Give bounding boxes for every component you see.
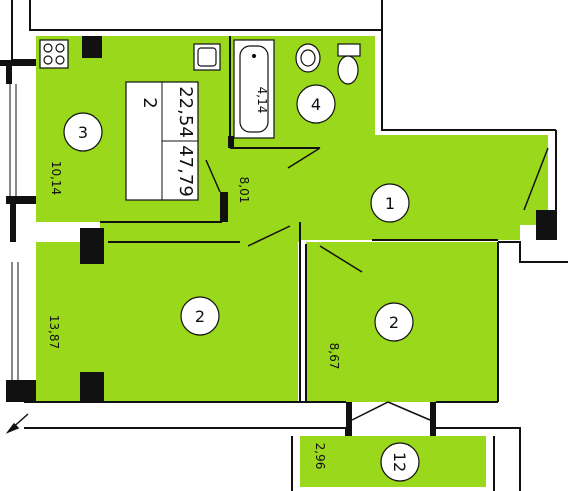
door-balcony-b bbox=[387, 401, 431, 421]
outer-bottom-right bbox=[436, 427, 521, 491]
area-living-left: 13,87 bbox=[47, 315, 61, 349]
wall-block bbox=[80, 228, 104, 264]
bathroom-outer-right bbox=[381, 30, 556, 131]
compass-arrow-icon bbox=[5, 413, 29, 434]
summary-living-area: 22,54 bbox=[175, 86, 196, 138]
room-circle-bathroom bbox=[296, 84, 336, 124]
door-living-left bbox=[247, 225, 291, 247]
room-number-living-left: 2 bbox=[195, 307, 205, 326]
windows bbox=[9, 84, 19, 380]
wall-block bbox=[6, 380, 36, 402]
living-left-fill bbox=[36, 242, 298, 402]
summary-rooms-count: 2 bbox=[139, 97, 160, 108]
room-numbers: 3 4 1 2 2 12 bbox=[78, 95, 409, 472]
sink-icon bbox=[193, 43, 221, 71]
wall-block bbox=[346, 402, 352, 436]
door-living-right bbox=[319, 245, 363, 273]
room-number-bathroom: 4 bbox=[311, 95, 321, 114]
room-number-kitchen: 3 bbox=[78, 123, 88, 142]
room-number-hallway: 1 bbox=[385, 194, 395, 213]
right-step bbox=[498, 241, 568, 263]
wall-block bbox=[82, 36, 102, 58]
area-living-right: 8,67 bbox=[327, 343, 341, 370]
wall-block bbox=[6, 60, 12, 84]
wall-block bbox=[430, 402, 436, 436]
wall-block bbox=[536, 210, 556, 240]
room-number-living-right: 2 bbox=[389, 313, 399, 332]
summary-box: 2 22,54 47,79 bbox=[125, 81, 199, 201]
room-circle-hallway bbox=[370, 183, 410, 223]
room-circle-balcony bbox=[380, 442, 420, 482]
wall-block bbox=[228, 136, 234, 148]
bathtub-icon bbox=[233, 39, 275, 139]
room-fills bbox=[36, 36, 548, 487]
doors bbox=[205, 147, 549, 421]
door-bathroom bbox=[287, 147, 321, 169]
room-number-balcony: 12 bbox=[390, 452, 409, 472]
outer-bottom bbox=[24, 427, 347, 436]
area-balcony: 2,96 bbox=[313, 443, 327, 470]
door-kitchen bbox=[205, 159, 221, 193]
area-hallway: 8,01 bbox=[237, 177, 251, 204]
room-circle-living-left bbox=[180, 296, 220, 336]
wall-block bbox=[0, 60, 36, 66]
wall-blocks bbox=[0, 36, 556, 436]
washbasin-icon bbox=[295, 43, 321, 73]
wall-block bbox=[10, 196, 16, 242]
area-labels: 10,14 4,14 8,01 13,87 8,67 2,96 bbox=[47, 87, 341, 470]
stove-icon bbox=[39, 39, 69, 69]
room-circle-kitchen bbox=[63, 112, 103, 152]
corridor-fill bbox=[100, 222, 300, 242]
area-bathroom: 4,14 bbox=[255, 87, 269, 114]
room-circle-living-right bbox=[374, 302, 414, 342]
top-wall-line bbox=[29, 0, 383, 31]
room-markers bbox=[63, 84, 420, 482]
wall-block bbox=[6, 196, 36, 204]
door-balcony-a bbox=[351, 401, 389, 421]
wall-block bbox=[80, 372, 104, 402]
wall-block bbox=[220, 192, 228, 222]
door-hall-right bbox=[523, 147, 549, 211]
area-kitchen: 10,14 bbox=[49, 161, 63, 195]
summary-total-area: 47,79 bbox=[175, 145, 196, 197]
toilet-icon bbox=[337, 43, 361, 85]
